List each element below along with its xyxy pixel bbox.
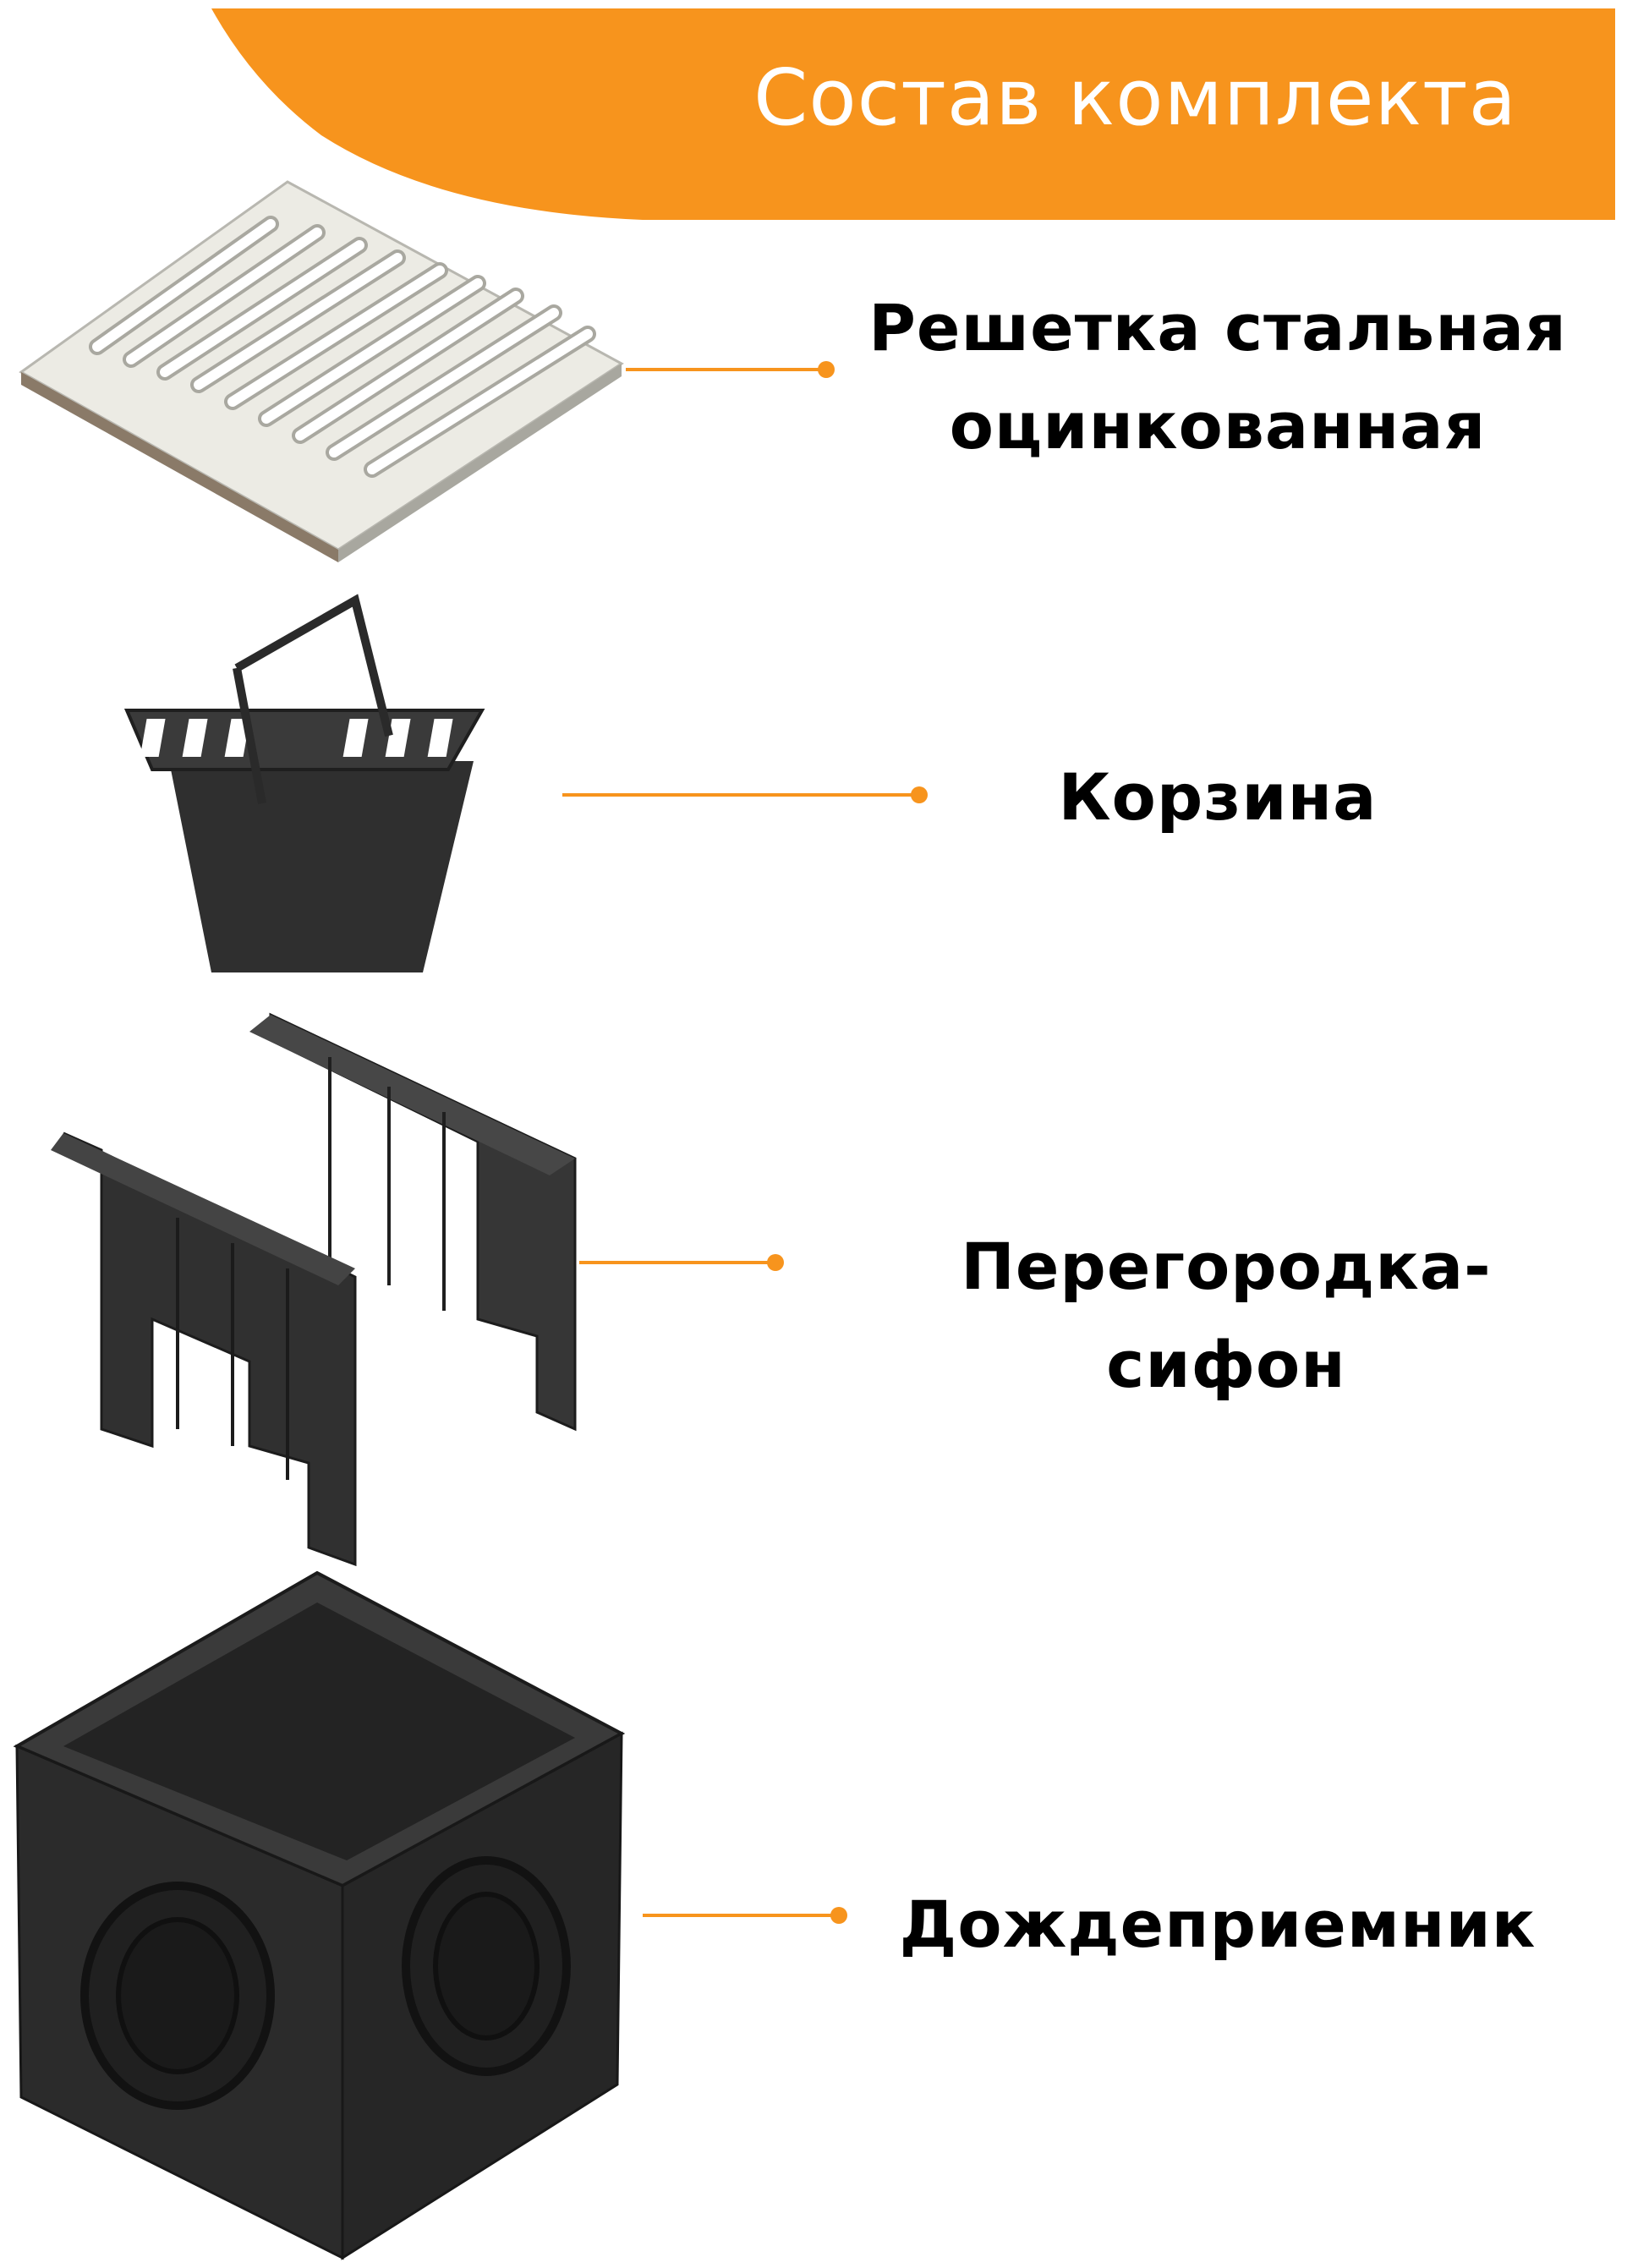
connector-basket xyxy=(562,786,928,803)
connector-siphon-partition xyxy=(579,1254,784,1271)
siphon-partition-icon xyxy=(51,1012,577,1567)
rain-inlet-box-icon xyxy=(13,1570,626,2260)
connector-dot xyxy=(818,361,835,378)
connector-line xyxy=(579,1261,774,1264)
item-label-siphon-partition: Перегородка-сифон xyxy=(961,1229,1492,1402)
page-title: Состав комплекта xyxy=(753,52,1517,143)
item-label-rain-inlet: Дождеприемник xyxy=(899,1887,1537,1962)
item-label-steel-grate-line2: оцинкованная xyxy=(949,388,1487,463)
steel-grate-icon xyxy=(19,180,624,562)
item-label-steel-grate: Решетка стальная оцинкованная xyxy=(846,279,1590,475)
connector-dot xyxy=(767,1254,784,1271)
connector-dot xyxy=(830,1907,847,1924)
connector-line xyxy=(626,368,824,371)
connector-line xyxy=(643,1914,837,1917)
connector-dot xyxy=(911,786,928,803)
connector-line xyxy=(562,793,918,797)
connector-steel-grate xyxy=(626,361,835,378)
item-label-basket: Корзина xyxy=(1058,759,1378,835)
item-label-steel-grate-line1: Решетка стальная xyxy=(868,290,1567,365)
basket-icon xyxy=(123,594,485,972)
header-banner xyxy=(211,8,1615,220)
connector-rain-inlet xyxy=(643,1907,847,1924)
